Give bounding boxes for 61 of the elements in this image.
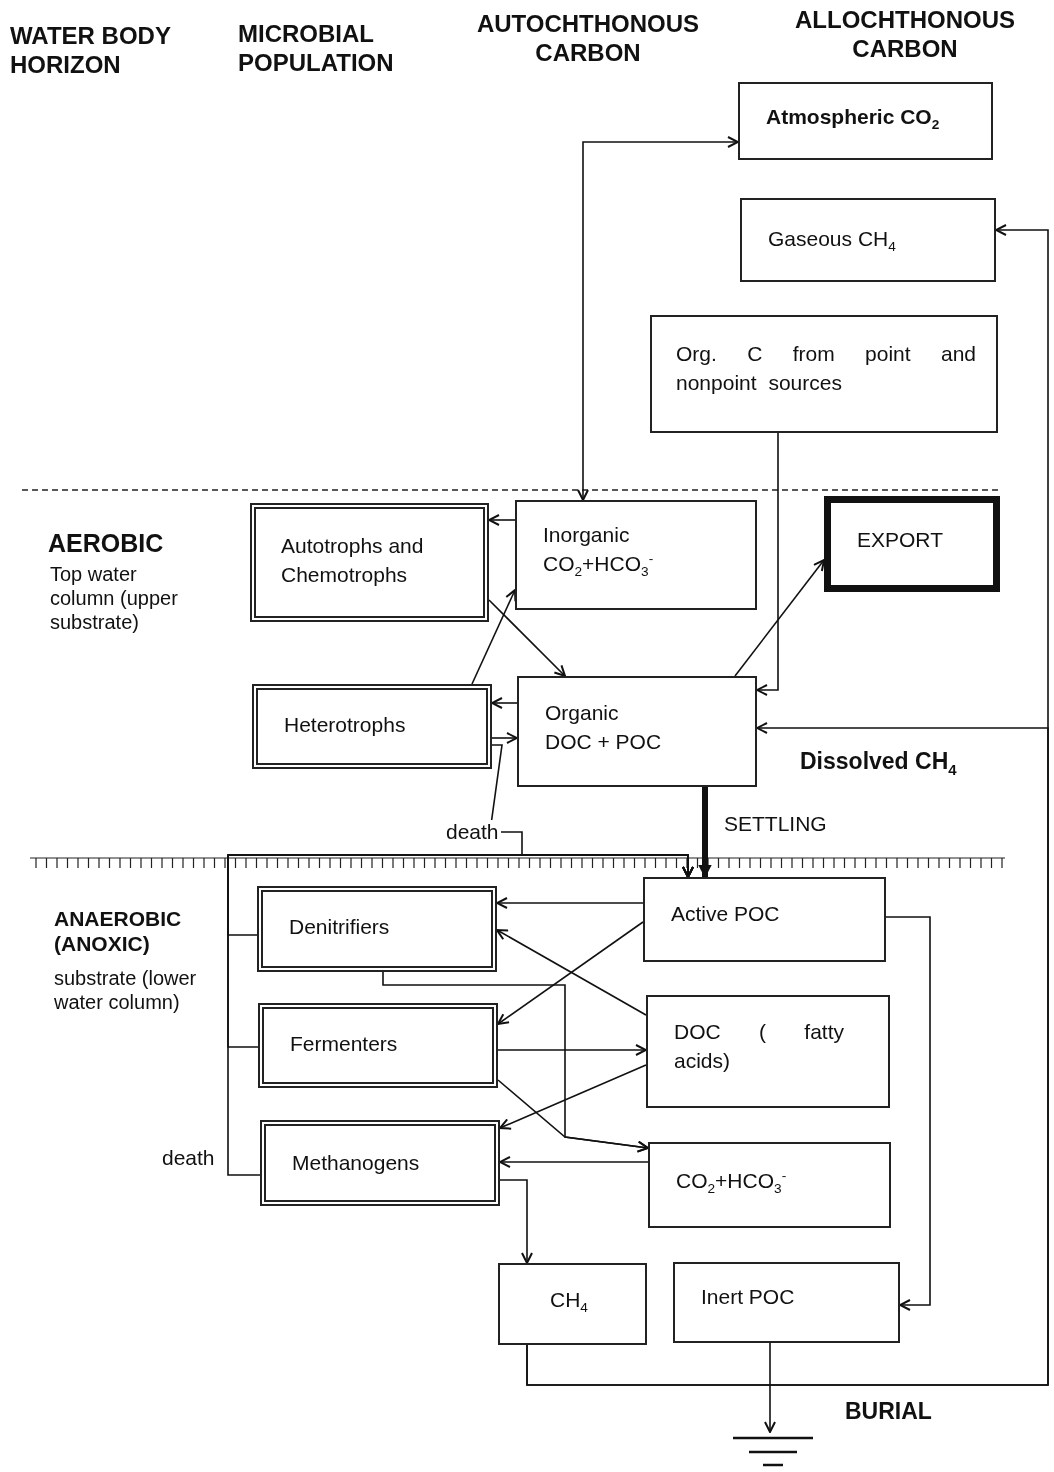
- arrow: [471, 589, 517, 685]
- arrow: [227, 854, 694, 1176]
- arrow: [499, 1179, 533, 1264]
- export-box: [824, 496, 1000, 592]
- arrow: [497, 921, 644, 1025]
- zone-heading: ANAEROBIC (ANOXIC): [54, 906, 183, 957]
- box-label: Denitrifiers: [289, 914, 391, 940]
- box-label: Org. C from point and nonpoint sources: [676, 341, 976, 397]
- column-heading: WATER BODY HORIZON: [10, 22, 172, 80]
- process-box: [646, 995, 890, 1108]
- box-label: Organic DOC + POC: [545, 700, 663, 756]
- arrow: [577, 136, 739, 501]
- box-label: DOC ( fatty acids): [674, 1019, 844, 1075]
- node-caption: BURIAL: [845, 1398, 932, 1426]
- arrow: [885, 916, 931, 1311]
- box-label: Atmospheric CO$_{2}$: [766, 104, 941, 135]
- box-label: Fermenters: [290, 1031, 399, 1057]
- arrow: [496, 897, 644, 909]
- arrow: [698, 787, 712, 879]
- arrow: [491, 732, 518, 744]
- box-label: Autotrophs and Chemotrophs: [281, 533, 425, 589]
- zone-heading: AEROBIC: [48, 528, 165, 558]
- process-box: [515, 500, 757, 610]
- box-label: Gaseous CH$_{4}$: [768, 226, 897, 257]
- box-label: Active POC: [671, 901, 781, 927]
- arrow: [526, 722, 1049, 1386]
- arrow: [499, 1156, 649, 1168]
- process-box: [650, 315, 998, 433]
- process-box: [643, 877, 886, 962]
- arrow: [499, 1064, 647, 1130]
- process-box: [648, 1142, 891, 1228]
- population-box: [260, 1120, 500, 1206]
- arrow: [756, 432, 779, 696]
- box-label: Inert POC: [701, 1284, 796, 1310]
- box-label: Methanogens: [292, 1150, 421, 1176]
- process-box: [673, 1262, 900, 1343]
- flow-label: Dissolved CH$_{4}$: [800, 748, 958, 779]
- zone-description: substrate (lower water column): [54, 966, 198, 1014]
- box-label: CH$_{4}$: [550, 1287, 589, 1318]
- arrow: [488, 514, 516, 526]
- column-heading: ALLOCHTHONOUS CARBON: [794, 6, 1016, 64]
- process-box: [517, 676, 757, 787]
- arrow: [491, 697, 518, 709]
- column-heading: MICROBIAL POPULATION: [238, 20, 395, 78]
- process-box: [740, 198, 996, 282]
- population-box: [252, 684, 492, 769]
- column-heading: AUTOCHTHONOUS CARBON: [475, 10, 701, 68]
- box-label: EXPORT: [857, 527, 944, 553]
- arrow: [488, 599, 566, 677]
- process-box: [738, 82, 993, 160]
- population-box: [257, 886, 497, 972]
- arrow: [496, 929, 647, 1016]
- arrow: [764, 1342, 776, 1433]
- process-box: [498, 1263, 647, 1345]
- arrow: [734, 559, 825, 677]
- arrow: [497, 1044, 647, 1056]
- box-label: Heterotrophs: [284, 712, 407, 738]
- population-box: [258, 1003, 498, 1088]
- arrow: [497, 1079, 649, 1153]
- population-box: [250, 503, 489, 622]
- zone-description: Top water column (upper substrate): [50, 562, 179, 634]
